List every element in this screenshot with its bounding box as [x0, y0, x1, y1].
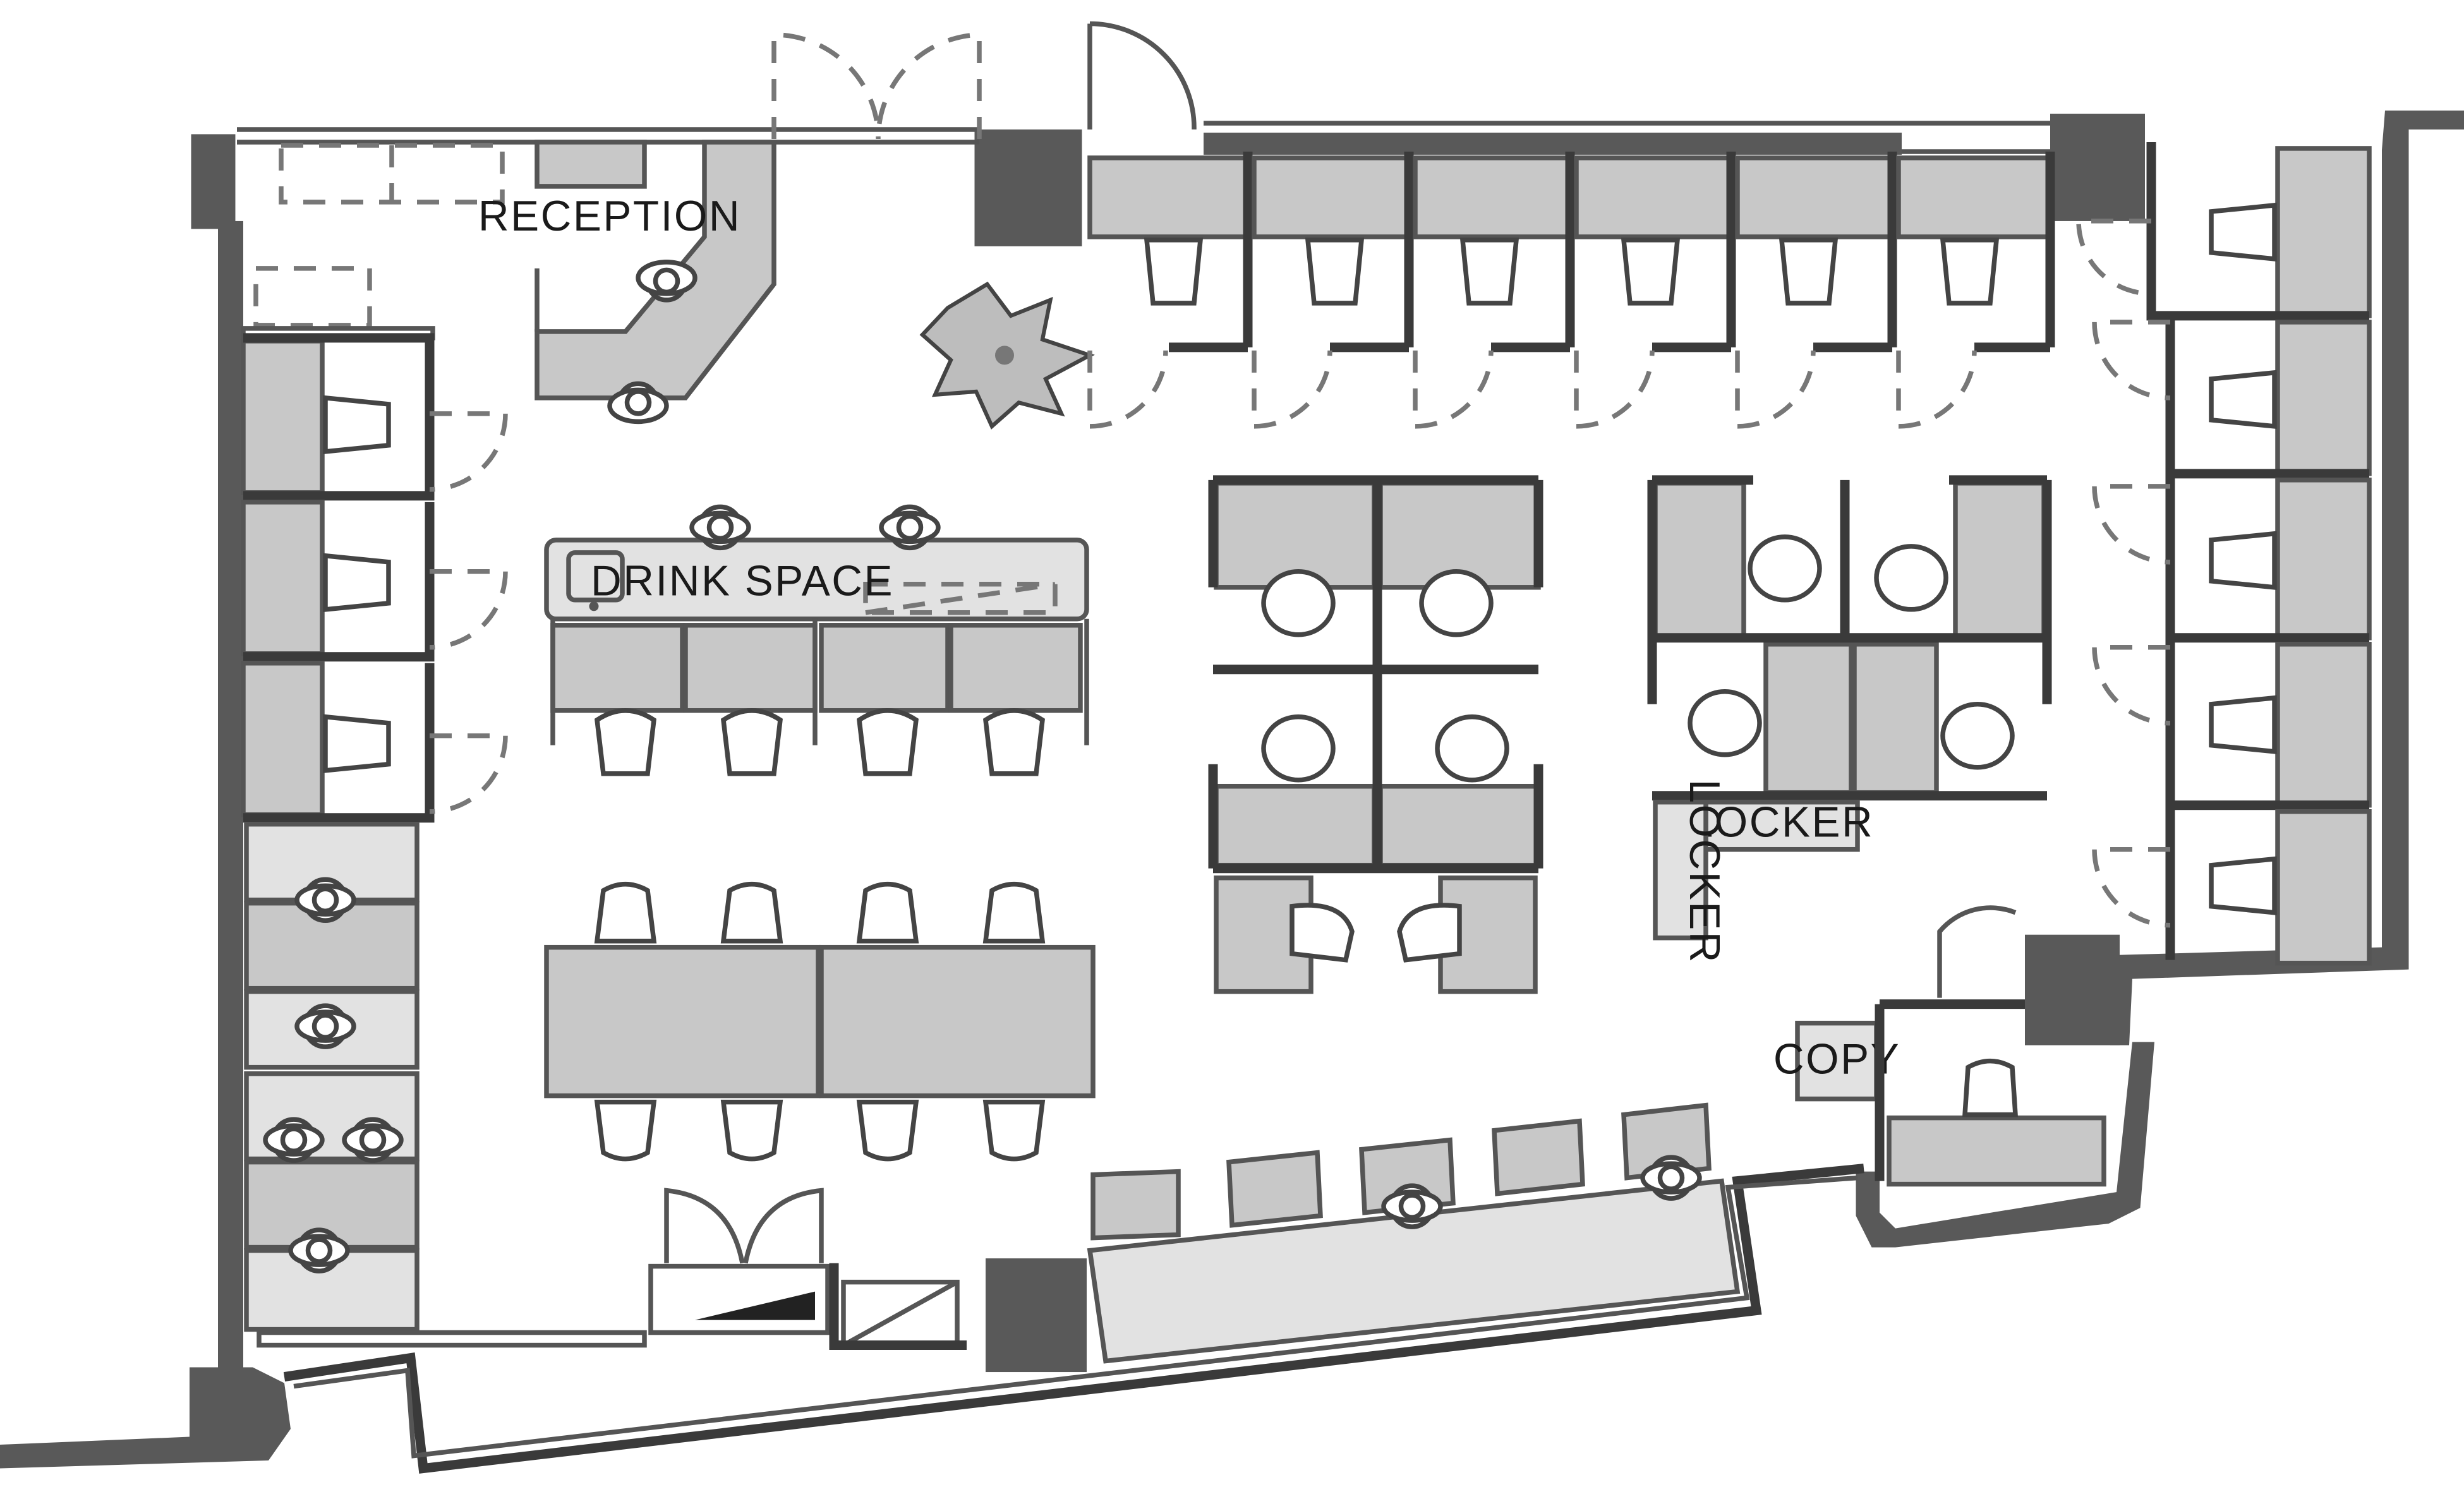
left-office-3 — [241, 661, 508, 823]
bottom-entry — [648, 1188, 967, 1351]
drink-space-label: DRINK SPACE — [591, 557, 894, 605]
reception-cabinet-2 — [253, 266, 372, 328]
top-office-4 — [1574, 151, 1736, 429]
entry-door-main[interactable] — [1087, 21, 1197, 130]
right-office-4 — [2092, 637, 2372, 810]
locker-vertical — [1653, 799, 1708, 941]
reception-area: RECEPTION — [241, 21, 1197, 424]
wall-column-bottom-right — [2025, 934, 2120, 1045]
left-workstations — [244, 821, 647, 1348]
wall-column-entry — [974, 129, 1082, 246]
left-office-1 — [241, 333, 508, 501]
wall-column-top-right — [2050, 113, 2145, 221]
top-office-2 — [1252, 151, 1414, 429]
entry-door-right[interactable] — [876, 32, 982, 139]
copy-area: COPY — [1773, 905, 2106, 1187]
right-office-5 — [2092, 805, 2372, 966]
copy-room-door[interactable] — [1937, 905, 2017, 998]
locker-horizontal-label: LOCKER — [1689, 799, 1875, 846]
center-workstations — [1208, 475, 1543, 994]
top-office-6 — [1896, 151, 2055, 429]
right-office-3 — [2092, 473, 2372, 643]
wall-top-right-window — [1204, 121, 2050, 154]
bottom-double-door[interactable] — [664, 1188, 824, 1264]
wall-left — [218, 220, 243, 1374]
wall-column-top-left — [191, 134, 236, 229]
wall-bottom-window — [283, 1164, 1864, 1474]
wall-top-beam — [1204, 132, 1902, 155]
top-offices — [1087, 151, 2055, 429]
right-offices — [2076, 141, 2372, 966]
reception-back-cabinet — [534, 140, 647, 189]
sink-icon — [566, 550, 625, 603]
left-offices — [241, 333, 508, 823]
window-counter — [1087, 1102, 1741, 1364]
drink-space: DRINK SPACE — [544, 504, 1089, 776]
right-office-1 — [2076, 141, 2372, 321]
wall-bottom-left-corner — [0, 1367, 291, 1469]
top-office-5 — [1735, 151, 1897, 429]
wall-bottom-right — [1856, 1042, 2154, 1248]
right-workstations: LOCKER LOCKER — [1647, 475, 2052, 964]
plant-icon — [919, 281, 1095, 430]
reception-person-desk — [636, 260, 698, 303]
outer-walls — [0, 110, 2464, 1474]
top-office-3 — [1413, 151, 1575, 429]
entry-door-left[interactable] — [771, 32, 881, 139]
wall-bottom-window-inner — [293, 1175, 1858, 1459]
wall-right — [2110, 110, 2464, 1045]
left-office-2 — [241, 500, 508, 662]
meeting-tables — [544, 882, 1096, 1162]
right-office-2 — [2092, 315, 2372, 479]
reception-person-visitor — [607, 381, 669, 424]
top-office-1 — [1087, 151, 1253, 429]
wall-column-bottom-middle — [986, 1258, 1087, 1373]
locker-vertical-label: LOCKER — [1681, 779, 1728, 963]
reception-label: RECEPTION — [478, 193, 741, 240]
